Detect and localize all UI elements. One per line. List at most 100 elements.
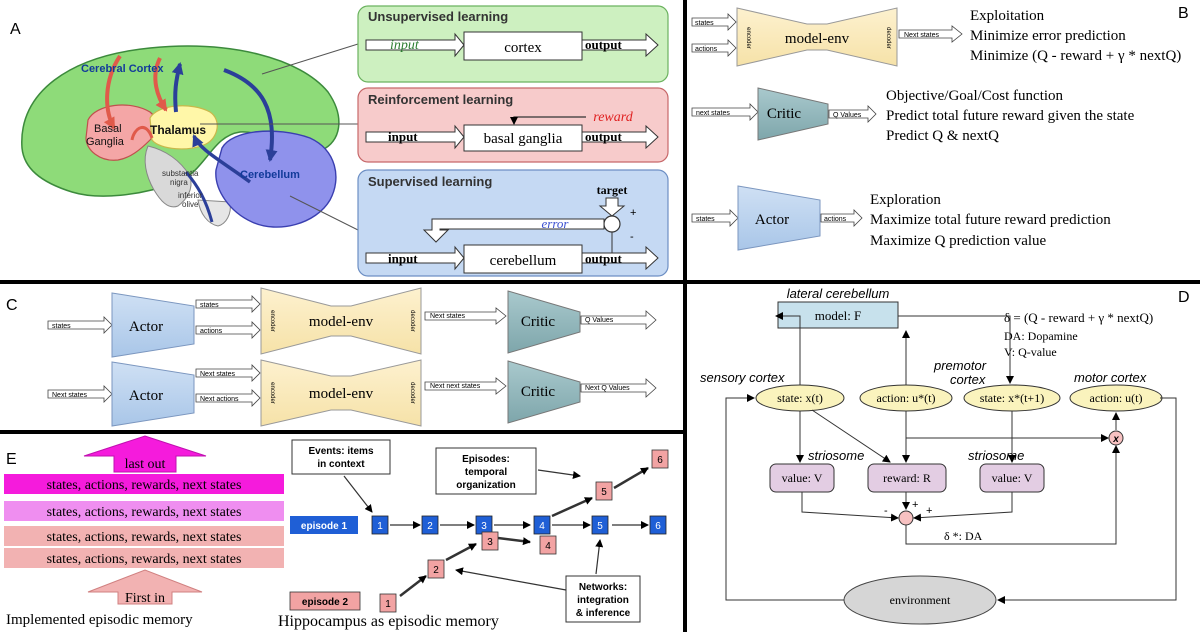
brain-illustration: Cerebral Cortex Basal Ganglia Thalamus s… [21, 45, 340, 228]
c2-q-values: Next Q Values [585, 385, 630, 392]
supervised-title: Supervised learning [368, 174, 492, 189]
b-critic-input: next states [696, 110, 730, 117]
c1-out-actions: actions [200, 328, 223, 335]
d-connections [725, 312, 1177, 604]
supervised-box: Supervised learning target + - error inp… [357, 169, 669, 277]
label-cerebral-cortex: Cerebral Cortex [81, 63, 164, 75]
e-episode-2: episode 2 [302, 597, 349, 608]
b-actor-input: states [696, 216, 715, 223]
e-networks-3: & inference [576, 608, 631, 619]
b-objective-0: Objective/Goal/Cost function [886, 88, 1064, 104]
panel-c-letter: C [6, 297, 18, 314]
b-explore-0: Exploration [870, 192, 941, 208]
d-value-left: value: V [782, 471, 823, 485]
e-events-1: Events: items [308, 446, 373, 457]
label-nigra: nigra [170, 178, 188, 187]
c1-critic: Critic [521, 314, 556, 330]
supervised-input: input [388, 251, 418, 266]
d-action-u: action: u(t) [1090, 391, 1143, 405]
c2-input: Next states [52, 392, 88, 399]
c2-decoder: decoder [409, 382, 415, 404]
b-actor: Actor [755, 212, 789, 228]
d-plus-top: + [912, 499, 918, 511]
e-events-2: in context [317, 459, 365, 470]
e-first-in: First in [125, 591, 165, 606]
d-environment: environment [890, 593, 951, 607]
c2-actor: Actor [129, 388, 163, 404]
d-delta-eq: δ = (Q - reward + γ * nextQ) [1004, 310, 1153, 325]
unsupervised-output: output [585, 37, 623, 52]
e-implemented: Implemented episodic memory [6, 612, 193, 628]
b-objective-1: Predict total future reward given the st… [886, 108, 1135, 124]
d-delta-da: δ *: DA [944, 529, 983, 543]
e-episodes-3: organization [456, 480, 515, 491]
e-stack-0: states, actions, rewards, next states [47, 478, 242, 493]
b-states-label: states [695, 20, 714, 27]
panel-d: D lateral cerebellum model: F δ = (Q - r… [700, 286, 1190, 625]
panel-a-letter: A [10, 21, 21, 38]
d-minus: - [884, 505, 888, 517]
b-explore-1: Maximize total future reward prediction [870, 212, 1111, 228]
d-premotor-cortex: cortex [950, 372, 986, 387]
reinforcement-title: Reinforcement learning [368, 92, 513, 107]
b-model-env: model-env [785, 31, 850, 47]
e-episodes-1: Episodes: [462, 454, 510, 465]
d-sensory-cortex: sensory cortex [700, 370, 785, 385]
d-striosome-right: striosome [968, 448, 1024, 463]
c2-out-actions: Next actions [200, 396, 239, 403]
d-action-u-star: action: u*(t) [877, 391, 936, 405]
b-encoder: encoder [745, 27, 751, 49]
reinforcement-output: output [585, 129, 623, 144]
e-stack-2: states, actions, rewards, next states [47, 530, 242, 545]
d-multiply: x [1112, 434, 1119, 445]
label-inferior: inferior [178, 191, 203, 200]
b-decoder: decoder [885, 27, 891, 49]
d-striosome-left: striosome [808, 448, 864, 463]
supervised-target: target [597, 183, 628, 197]
e-blue-6: 6 [655, 521, 661, 532]
supervised-cerebellum: cerebellum [490, 253, 557, 269]
e-last-out: last out [125, 457, 166, 472]
b-q-values: Q Values [833, 112, 862, 119]
reinforcement-basal-ganglia: basal ganglia [484, 131, 563, 147]
panel-d-letter: D [1178, 289, 1190, 306]
label-basal: Basal [94, 123, 122, 135]
d-plus-right: + [926, 505, 932, 517]
e-red-2: 2 [433, 565, 439, 576]
b-exploit-0: Exploitation [970, 8, 1045, 24]
d-motor-cortex: motor cortex [1074, 370, 1147, 385]
c1-encoder: encoder [269, 310, 275, 332]
e-blue-5: 5 [597, 521, 603, 532]
label-cerebellum: Cerebellum [240, 169, 300, 181]
c1-input: states [52, 323, 71, 330]
e-episodes-2: temporal [465, 467, 507, 478]
b-next-states: Next states [904, 32, 940, 39]
label-ganglia: Ganglia [86, 136, 125, 148]
b-actions-label: actions [695, 46, 718, 53]
unsupervised-cortex: cortex [504, 40, 542, 56]
label-olive: olive [182, 200, 199, 209]
d-model-f: model: F [815, 308, 862, 323]
c2-next-states: Next next states [430, 383, 481, 390]
reinforcement-input: input [388, 129, 418, 144]
label-thalamus: Thalamus [150, 123, 206, 137]
supervised-output: output [585, 251, 623, 266]
e-stack-1: states, actions, rewards, next states [47, 505, 242, 520]
e-red-5: 5 [601, 487, 607, 498]
unsupervised-box: Unsupervised learning input cortex outpu… [357, 5, 669, 83]
b-critic: Critic [767, 106, 802, 122]
c2-critic: Critic [521, 384, 556, 400]
supervised-plus: + [630, 207, 636, 219]
c2-out-states: Next states [200, 371, 236, 378]
e-blue-1: 1 [377, 521, 383, 532]
e-red-3: 3 [487, 537, 493, 548]
e-blue-3: 3 [481, 521, 487, 532]
c1-q-values: Q Values [585, 317, 614, 324]
d-da: DA: Dopamine [1004, 329, 1078, 343]
panel-a: A Cerebral Cortex Basal Ganglia Thalamus… [10, 5, 669, 277]
d-value-right: value: V [992, 471, 1033, 485]
e-episode-1: episode 1 [301, 521, 348, 532]
c1-actor: Actor [129, 319, 163, 335]
e-networks-1: Networks: [579, 582, 627, 593]
